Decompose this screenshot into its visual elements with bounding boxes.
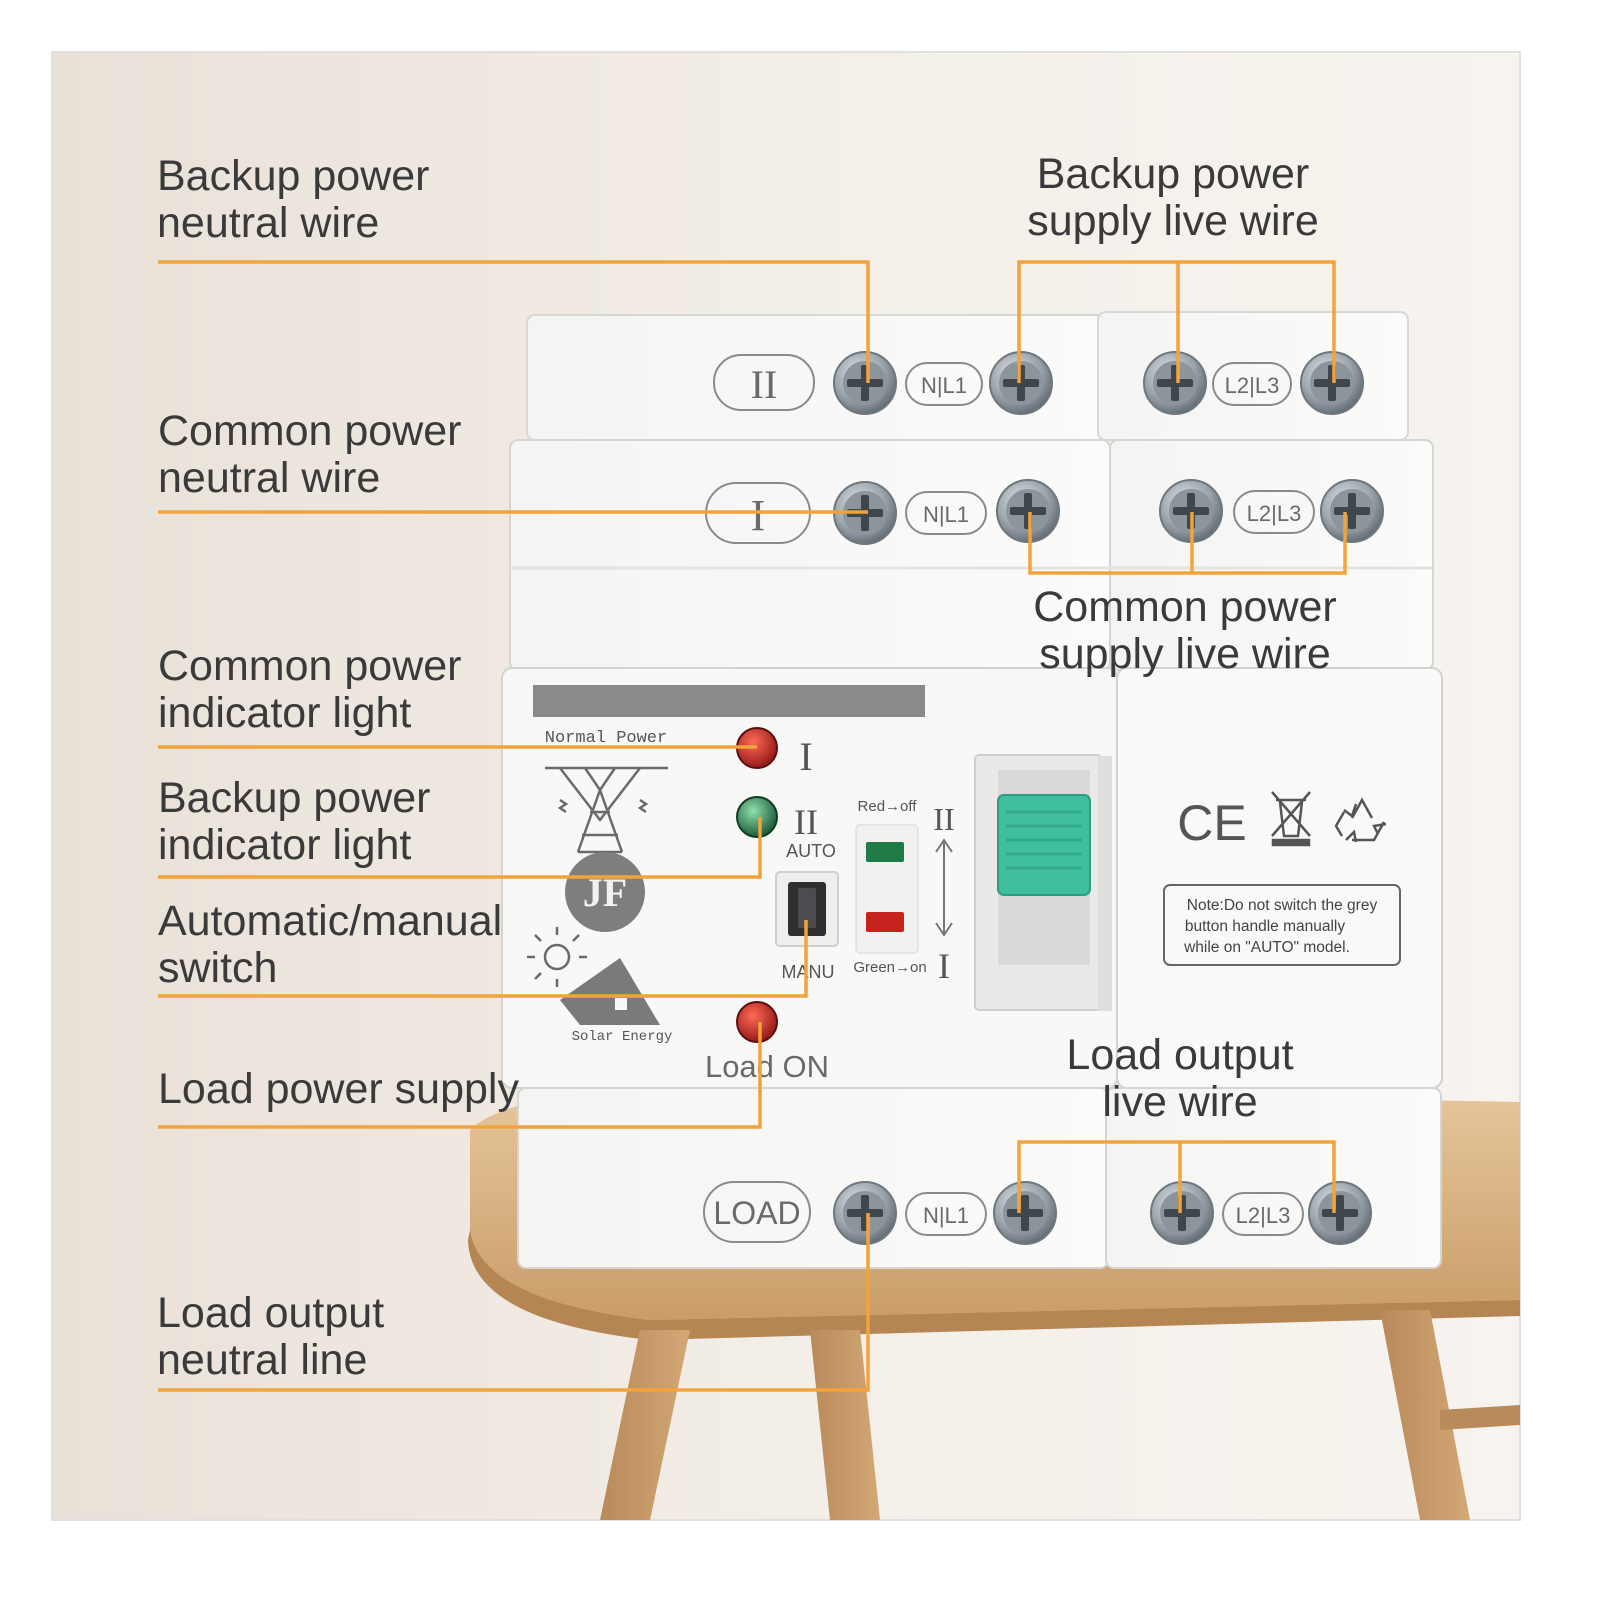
callout-line: live wire: [1102, 1078, 1258, 1126]
screw-terminal-icon: [993, 1181, 1057, 1245]
callout-common-indicator: Common power indicator light: [158, 643, 462, 737]
leader-common-live: [1028, 512, 1347, 575]
terminal-top-label: II: [751, 362, 778, 407]
leader-backup-neutral: [158, 260, 870, 383]
screw-terminal-icon: [996, 479, 1060, 543]
green-on-text: Green→on: [853, 959, 926, 976]
callout-line: Load output: [1066, 1031, 1294, 1079]
terminal-load-label: LOAD: [713, 1195, 800, 1231]
callout-common-live: Common power supply live wire: [1018, 584, 1352, 678]
callout-line: neutral line: [157, 1336, 368, 1384]
terminal-l2l3-label: L2|L3: [1236, 1203, 1291, 1228]
callout-line: Backup power: [158, 774, 431, 822]
weee-bin-icon: [1271, 791, 1311, 847]
callout-line: Common power: [158, 407, 462, 455]
leader-lines: [158, 260, 1347, 1392]
terminal-nl1-label: N|L1: [923, 502, 969, 527]
note-line-1: Note:Do not switch the grey: [1187, 897, 1378, 914]
note-line-3: while on "AUTO" model.: [1183, 939, 1350, 956]
note-box: [1163, 884, 1401, 966]
callout-common-neutral: Common power neutral wire: [158, 408, 462, 502]
terminal-nl1-label: N|L1: [923, 1203, 969, 1228]
screw-terminal-icon: [1308, 1181, 1372, 1245]
terminal-mid-label: I: [751, 491, 766, 540]
double-arrow-icon: [935, 838, 953, 937]
callout-line: supply live wire: [1027, 197, 1319, 245]
leader-load-neutral: [158, 1213, 870, 1392]
callout-line: Automatic/manual: [158, 897, 503, 945]
mark-two: II: [794, 802, 818, 842]
callout-load-neutral: Load output neutral line: [157, 1290, 384, 1384]
status-red-window: [866, 912, 904, 932]
callout-line: neutral wire: [158, 454, 381, 502]
terminal-l2l3-label: L2|L3: [1247, 501, 1302, 526]
screw-terminal-icon: [1143, 351, 1207, 415]
leader-load-supply: [158, 1022, 762, 1129]
mark-one-right: I: [938, 946, 950, 986]
callout-backup-indicator: Backup power indicator light: [158, 775, 431, 869]
brand-logo-icon: [565, 852, 645, 932]
recycle-icon: [1334, 797, 1387, 843]
terminal-nl1-label: N|L1: [921, 373, 967, 398]
callout-load-supply: Load power supply: [158, 1066, 519, 1113]
solar-energy-text: Solar Energy: [572, 1029, 673, 1045]
mark-two-right: II: [933, 801, 954, 837]
screw-terminal-icon: [1300, 351, 1364, 415]
label-strip: [533, 685, 925, 717]
callout-line: Backup power: [157, 152, 430, 200]
load-on-text: Load ON: [705, 1049, 829, 1084]
callout-auto-manual: Automatic/manual switch: [158, 898, 502, 992]
leader-backup-indicator: [158, 817, 762, 879]
callout-backup-live: Backup power supply live wire: [1014, 151, 1332, 245]
power-tower-icon: [545, 766, 668, 854]
callout-line: Common power: [1033, 583, 1337, 631]
callout-line: indicator light: [158, 689, 412, 737]
solar-house-icon: [527, 927, 660, 1025]
leader-load-live: [1017, 1140, 1336, 1213]
terminal-top-row: II N|L1 L2|L3: [713, 351, 1364, 415]
red-off-text: Red→off: [858, 798, 918, 815]
callout-line: neutral wire: [157, 199, 380, 247]
screw-terminal-icon: [989, 351, 1053, 415]
normal-power-text: Normal Power: [545, 729, 667, 748]
callout-line: Load output: [157, 1289, 385, 1337]
screw-terminal-icon: [833, 1181, 897, 1245]
terminal-l2l3-label: L2|L3: [1225, 373, 1280, 398]
terminal-bottom-row: LOAD N|L1 L2|L3: [703, 1181, 1372, 1245]
front-panel: Normal Power JF Solar Energy I II AUTO M…: [527, 727, 1401, 1084]
terminal-middle-row: I N|L1 L2|L3: [705, 479, 1384, 545]
manu-text: MANU: [782, 962, 835, 982]
screw-terminal-icon: [833, 351, 897, 415]
callout-line: Load power supply: [158, 1065, 519, 1113]
callout-line: indicator light: [158, 821, 412, 869]
screw-terminal-icon: [1320, 479, 1384, 543]
note-line-2: button handle manually: [1185, 918, 1346, 935]
callout-load-live: Load output live wire: [1040, 1032, 1320, 1126]
callout-line: supply live wire: [1039, 630, 1331, 678]
mark-one: I: [799, 734, 812, 779]
callout-line: switch: [158, 944, 278, 992]
auto-text: AUTO: [786, 841, 836, 861]
selector-handle[interactable]: [997, 794, 1091, 896]
ce-mark: CE: [1177, 795, 1246, 851]
leader-auto-manual: [158, 920, 808, 998]
callout-line: Backup power: [1036, 150, 1310, 198]
status-green-window: [866, 842, 904, 862]
backup-power-indicator-light: [736, 796, 778, 838]
callout-line: Common power: [158, 642, 462, 690]
callout-backup-neutral: Backup power neutral wire: [157, 153, 430, 247]
load-on-indicator-light: [736, 1001, 778, 1043]
screw-terminal-icon: [1150, 1181, 1214, 1245]
